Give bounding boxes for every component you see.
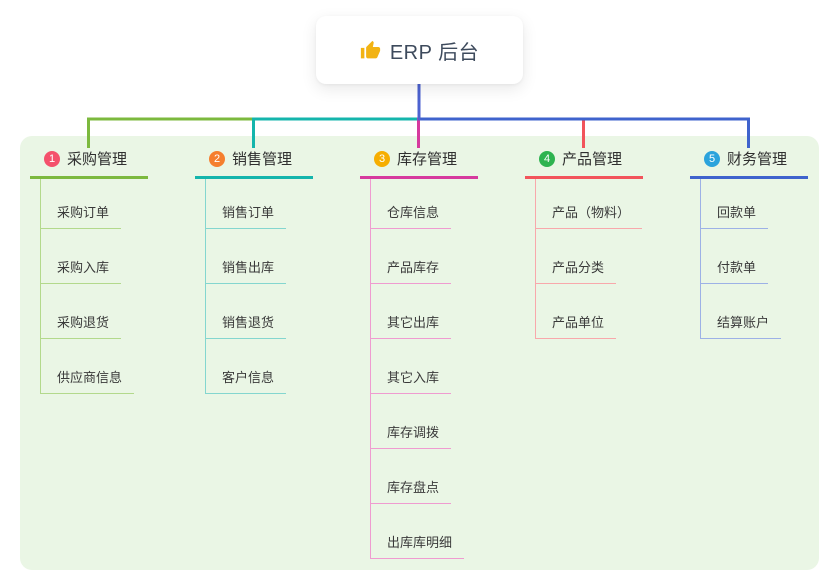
child-node[interactable]: 出库库明细 bbox=[370, 533, 465, 559]
branch-badge: 2 bbox=[209, 150, 225, 167]
child-node[interactable]: 仓库信息 bbox=[370, 203, 452, 229]
branch-label: 销售管理 bbox=[232, 151, 293, 168]
child-node[interactable]: 产品分类 bbox=[535, 258, 617, 284]
branch-label: 财务管理 bbox=[727, 151, 788, 168]
child-node[interactable]: 库存盘点 bbox=[370, 478, 452, 504]
branch-node-4[interactable]: 4 产品管理 bbox=[525, 148, 643, 179]
root-title: ERP 后台 bbox=[389, 41, 480, 64]
root-node[interactable]: ERP 后台 bbox=[316, 16, 523, 84]
child-node[interactable]: 采购退货 bbox=[40, 313, 122, 339]
branch-label: 采购管理 bbox=[67, 151, 128, 168]
child-node[interactable]: 销售出库 bbox=[205, 258, 287, 284]
child-node[interactable]: 产品单位 bbox=[535, 313, 617, 339]
branch-spine bbox=[370, 179, 371, 559]
child-node[interactable]: 其它入库 bbox=[370, 368, 452, 394]
branch-spine bbox=[700, 179, 701, 339]
branch-spine bbox=[205, 179, 206, 394]
child-node[interactable]: 销售订单 bbox=[205, 203, 287, 229]
branch-label: 库存管理 bbox=[397, 151, 458, 168]
child-node[interactable]: 回款单 bbox=[700, 203, 769, 229]
branches-panel bbox=[20, 136, 819, 570]
branch-spine bbox=[535, 179, 536, 339]
child-node[interactable]: 付款单 bbox=[700, 258, 769, 284]
branch-spine bbox=[40, 179, 41, 394]
child-node[interactable]: 产品（物料） bbox=[535, 203, 643, 229]
child-node[interactable]: 其它出库 bbox=[370, 313, 452, 339]
branch-node-1[interactable]: 1 采购管理 bbox=[30, 148, 148, 179]
thumbs-up-icon bbox=[360, 40, 380, 58]
child-node[interactable]: 结算账户 bbox=[700, 313, 782, 339]
branch-node-3[interactable]: 3 库存管理 bbox=[360, 148, 478, 179]
branch-node-5[interactable]: 5 财务管理 bbox=[690, 148, 808, 179]
child-node[interactable]: 采购入库 bbox=[40, 258, 122, 284]
branch-badge: 3 bbox=[374, 150, 390, 167]
child-node[interactable]: 客户信息 bbox=[205, 368, 287, 394]
child-node[interactable]: 供应商信息 bbox=[40, 368, 135, 394]
child-node[interactable]: 销售退货 bbox=[205, 313, 287, 339]
child-node[interactable]: 采购订单 bbox=[40, 203, 122, 229]
branch-badge: 5 bbox=[704, 150, 720, 167]
branch-badge: 4 bbox=[539, 150, 555, 167]
branch-badge: 1 bbox=[44, 150, 60, 167]
branch-node-2[interactable]: 2 销售管理 bbox=[195, 148, 313, 179]
child-node[interactable]: 库存调拨 bbox=[370, 423, 452, 449]
child-node[interactable]: 产品库存 bbox=[370, 258, 452, 284]
branch-label: 产品管理 bbox=[562, 151, 623, 168]
